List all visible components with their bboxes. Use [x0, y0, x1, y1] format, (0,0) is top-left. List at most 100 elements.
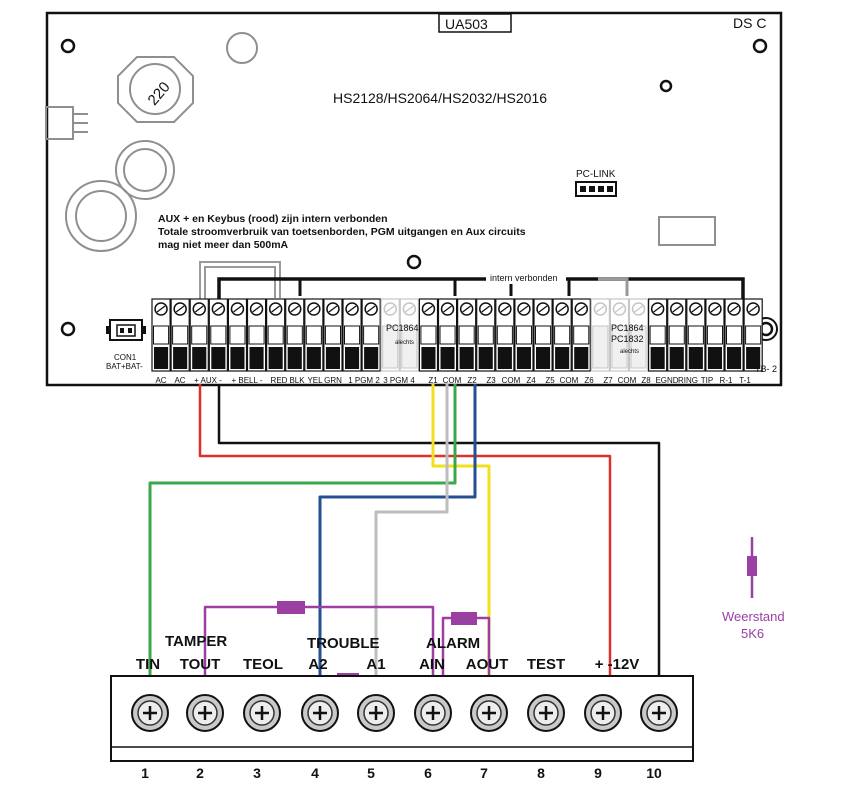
- pc1864-label-b: PC1864: [611, 323, 644, 333]
- note-line-2: Totale stroomverbruik van toetsenborden,…: [158, 226, 526, 238]
- resistor-tamper: [277, 601, 305, 614]
- con1-connector: [106, 319, 146, 341]
- terminal-number: 7: [480, 765, 488, 781]
- brand-label: DS C: [733, 15, 766, 31]
- terminal-number: 5: [367, 765, 375, 781]
- module-terminal-label: TOUT: [180, 656, 221, 673]
- terminal-slot: [724, 298, 744, 372]
- board-components: [45, 32, 716, 252]
- note-line-1: AUX + en Keybus (rood) zijn intern verbo…: [158, 213, 388, 225]
- screw-terminal: [584, 694, 622, 732]
- terminal-label: R-1: [720, 376, 733, 385]
- terminal-label: 3 PGM 4: [383, 376, 415, 385]
- group-label-tamper: TAMPER: [165, 633, 227, 650]
- module-terminal-label: A2: [308, 656, 327, 673]
- terminal-label: Z6: [584, 376, 594, 385]
- terminal-label: COM: [502, 376, 521, 385]
- terminal-slot: [151, 298, 171, 372]
- mounting-holes: [60, 38, 768, 337]
- terminal-label: Z5: [545, 376, 555, 385]
- terminal-slot: [418, 298, 439, 372]
- terminal-slot: [380, 298, 400, 372]
- terminal-slot: [361, 298, 381, 372]
- terminal-slot: [227, 298, 248, 372]
- pc1832-label-b: PC1832: [611, 334, 644, 344]
- wire-purple-tamper: [203, 605, 435, 713]
- wire-red: [198, 384, 612, 713]
- terminal-label: BLK: [289, 376, 305, 385]
- terminal-slot: [571, 298, 591, 372]
- screw-terminal: [640, 694, 678, 732]
- module-screws: [131, 694, 678, 732]
- alleen-label-b: alechts: [620, 349, 639, 355]
- terminal-slot: [590, 298, 610, 372]
- screw-terminal: [243, 694, 281, 732]
- resistor-legend: [747, 537, 757, 598]
- screw-terminal: [301, 694, 339, 732]
- terminal-slot: [323, 298, 343, 372]
- terminal-label: TIP: [701, 376, 713, 385]
- terminal-slot: [667, 298, 687, 372]
- wire-blue: [318, 384, 477, 713]
- terminal-label: COM: [443, 376, 462, 385]
- terminal-slot: [399, 298, 419, 372]
- terminal-slot: [705, 298, 725, 372]
- wire-yellow: [431, 384, 491, 713]
- screw-terminal: [357, 694, 395, 732]
- alleen-label-a: alechts: [395, 340, 414, 346]
- terminal-label: COM: [618, 376, 637, 385]
- terminal-label: Z8: [641, 376, 651, 385]
- terminal-label: EGND: [655, 376, 678, 385]
- tb2-label: TB- 2: [755, 364, 777, 374]
- terminal-label: AC: [174, 376, 185, 385]
- terminal-slot: [285, 298, 305, 372]
- terminal-slot: [647, 298, 668, 372]
- screw-terminal: [186, 694, 224, 732]
- intern-label: intern verbonden: [490, 273, 558, 283]
- terminal-label: Z4: [526, 376, 536, 385]
- wire-grey: [374, 384, 449, 713]
- module-terminal-label: AIN: [419, 656, 445, 673]
- terminal-label: 1 PGM 2: [348, 376, 380, 385]
- terminal-label: + BELL -: [231, 376, 262, 385]
- wire-green: [148, 384, 457, 713]
- wire-black: [217, 384, 661, 713]
- terminal-label: Z2: [467, 376, 477, 385]
- terminal-label: RING: [678, 376, 698, 385]
- terminal-number: 8: [537, 765, 545, 781]
- terminal-number: 9: [594, 765, 602, 781]
- wires: [148, 384, 661, 713]
- module-terminal-label: A1: [366, 656, 385, 673]
- terminal-label: COM: [560, 376, 579, 385]
- terminal-slot: [686, 298, 706, 372]
- terminal-number: 3: [253, 765, 261, 781]
- terminal-label: AC: [155, 376, 166, 385]
- board-id-label: UA503: [445, 16, 488, 32]
- note-line-3: mag niet meer dan 500mA: [158, 239, 289, 251]
- screw-terminal: [527, 694, 565, 732]
- internal-links: [199, 261, 745, 304]
- terminal-slot: [457, 298, 477, 372]
- terminal-number: 4: [311, 765, 319, 781]
- terminal-slot: [514, 298, 534, 372]
- terminal-number: 2: [196, 765, 204, 781]
- terminal-slot: [628, 298, 649, 372]
- screw-terminal: [470, 694, 508, 732]
- terminal-label: GRN: [324, 376, 342, 385]
- terminal-number: 1: [141, 765, 149, 781]
- terminal-slot: [304, 298, 324, 372]
- terminal-number: 6: [424, 765, 432, 781]
- terminal-label: + AUX -: [194, 376, 222, 385]
- module-terminal-label: + -12V: [595, 656, 640, 673]
- terminal-label: T-1: [739, 376, 751, 385]
- terminal-slot: [743, 298, 763, 372]
- pc1864-label-a: PC1864: [386, 323, 419, 333]
- module-terminal-label: AOUT: [466, 656, 509, 673]
- terminal-slot: [246, 298, 267, 372]
- con1-label: CON1: [114, 353, 137, 362]
- terminal-label: Z1: [428, 376, 438, 385]
- terminal-slot: [189, 298, 209, 372]
